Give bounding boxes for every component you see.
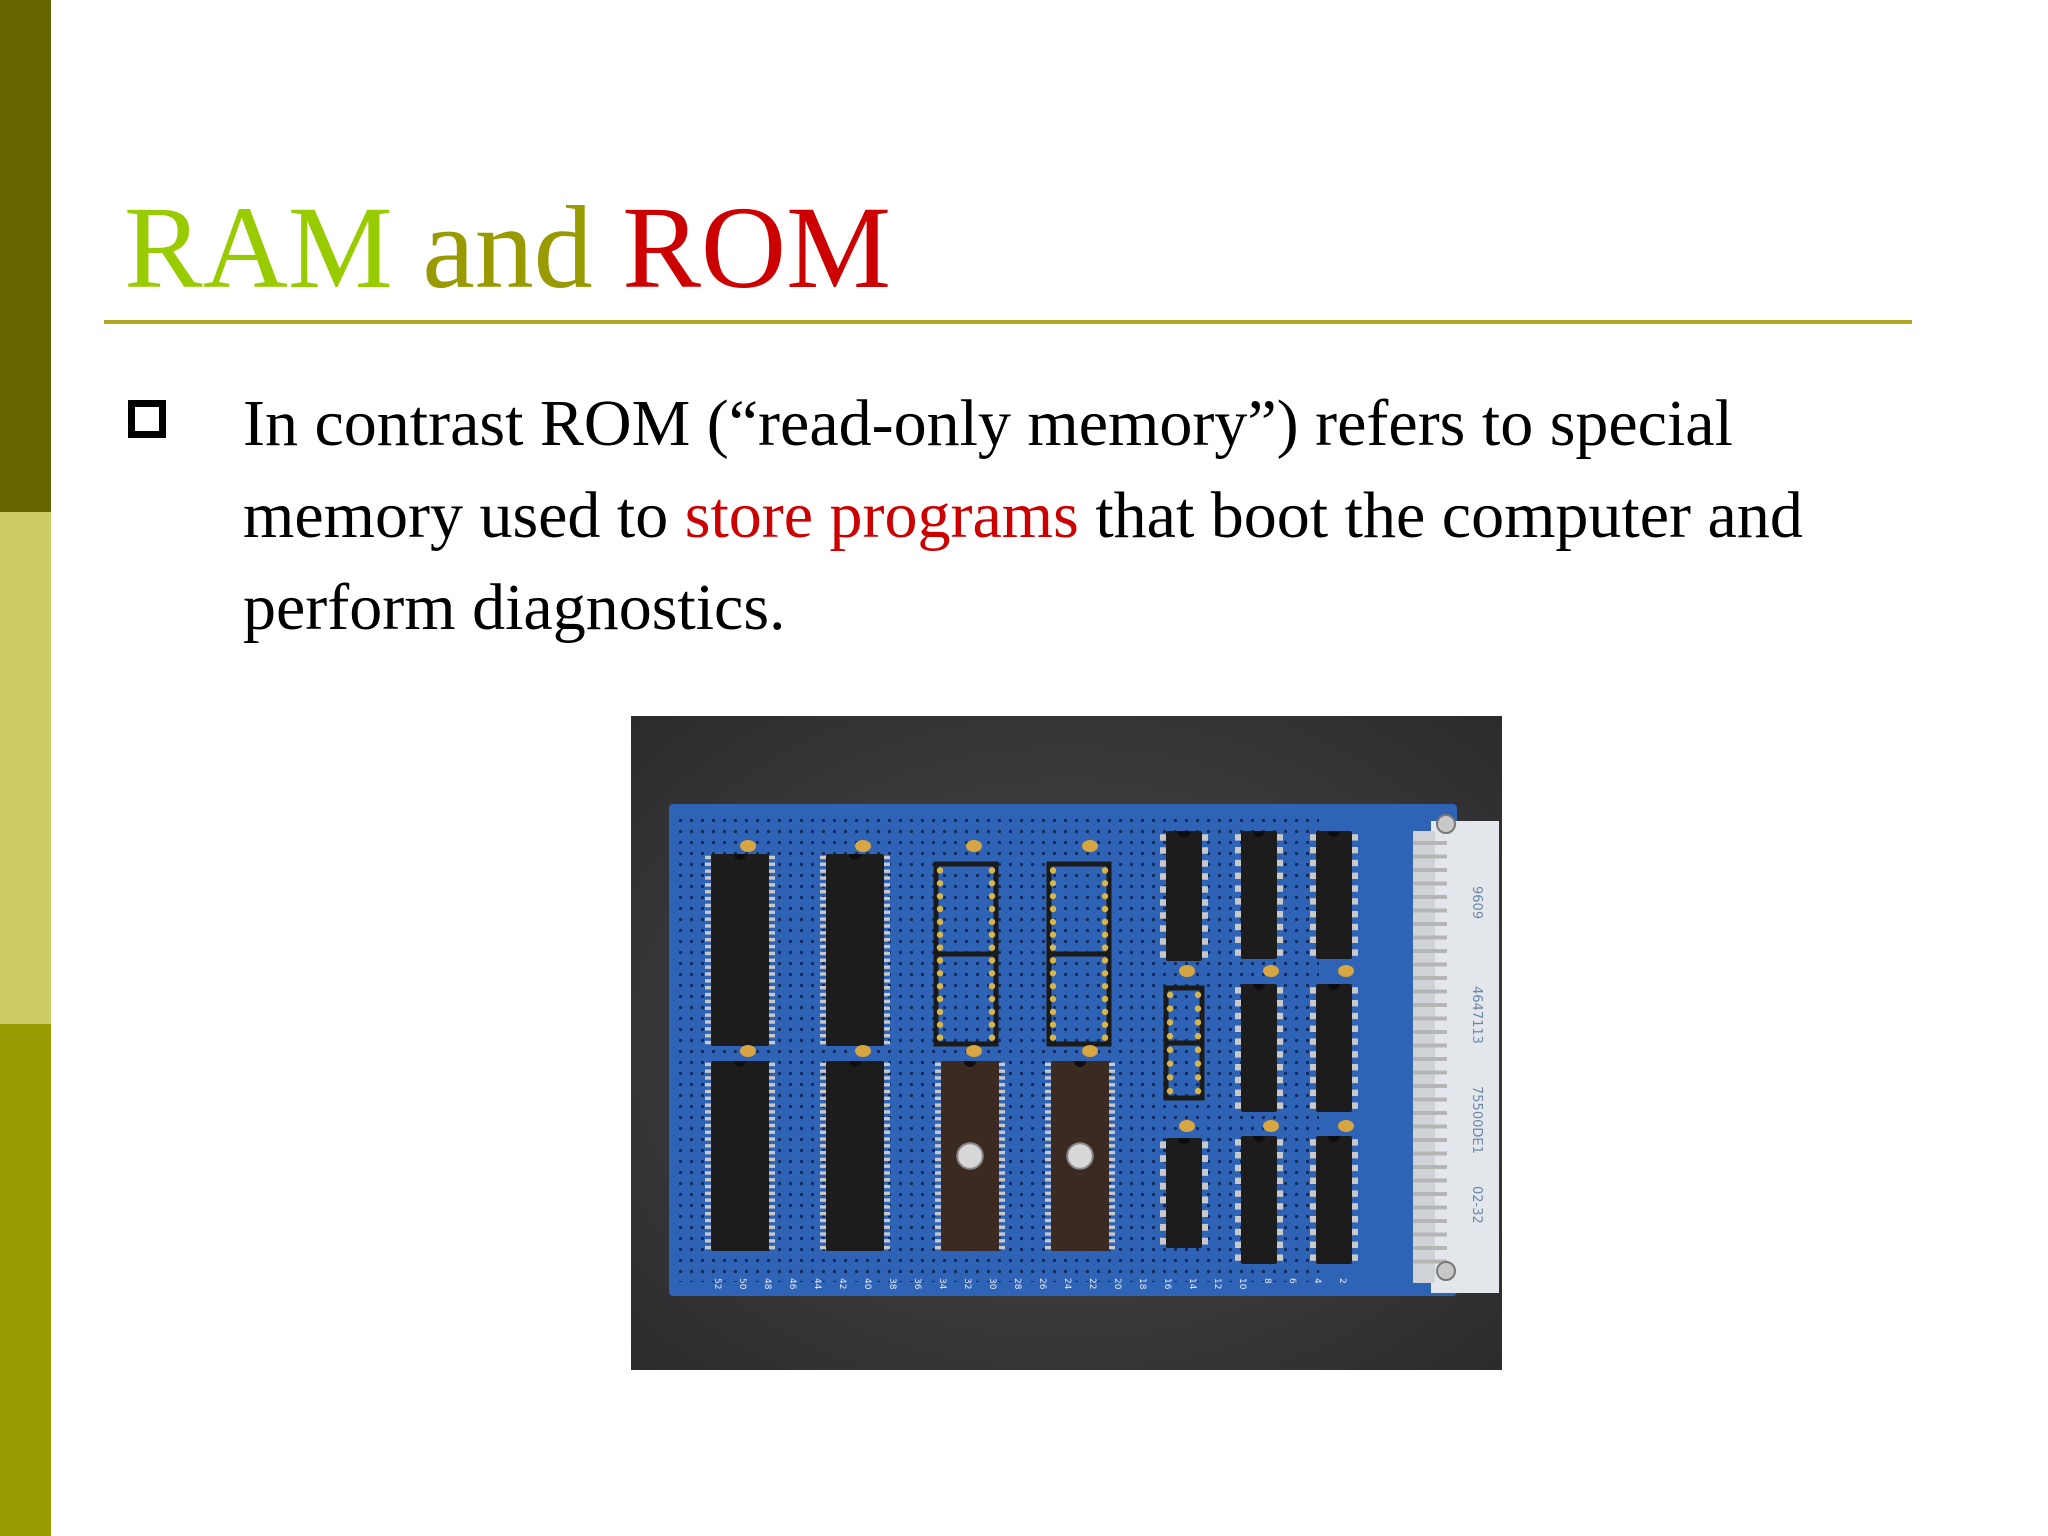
board-edge-number: 48 bbox=[762, 1278, 772, 1290]
logic-chip-small-5 bbox=[1235, 1136, 1283, 1264]
connector-label: 75500DE1 bbox=[1469, 1086, 1484, 1154]
title-ram: RAM bbox=[124, 182, 393, 313]
board-edge-number: 36 bbox=[912, 1278, 922, 1290]
empty-socket-2 bbox=[1046, 861, 1112, 1047]
logic-chip-2 bbox=[1160, 1138, 1208, 1248]
ram-chip-1 bbox=[705, 854, 775, 1046]
logic-chip-small-4 bbox=[1310, 984, 1358, 1112]
capacitor-12 bbox=[1338, 965, 1354, 977]
board-edge-number: 26 bbox=[1037, 1278, 1047, 1290]
bullet-text-start: In contrast ROM (“read-only memory”) ref… bbox=[243, 387, 1733, 552]
capacitor-10 bbox=[1179, 1120, 1195, 1132]
board-edge-number: 12 bbox=[1212, 1278, 1222, 1289]
capacitor-6 bbox=[855, 1045, 871, 1057]
capacitor-5 bbox=[740, 1045, 756, 1057]
ram-chip-3 bbox=[705, 1061, 775, 1251]
capacitor-3 bbox=[966, 840, 982, 852]
ram-chip-4 bbox=[820, 1061, 890, 1251]
logic-chip-small-6 bbox=[1310, 1136, 1358, 1264]
board-edge-number: 34 bbox=[937, 1278, 947, 1290]
board-edge-number: 40 bbox=[862, 1278, 872, 1290]
connector-label: 4647113 bbox=[1469, 986, 1484, 1044]
board-edge-number: 10 bbox=[1237, 1278, 1247, 1290]
connector-label: 02-32 bbox=[1469, 1186, 1484, 1224]
board-edge-number: 6 bbox=[1287, 1278, 1297, 1284]
board-edge-number: 46 bbox=[787, 1278, 797, 1290]
capacitor-8 bbox=[1082, 1045, 1098, 1057]
capacitor-7 bbox=[966, 1045, 982, 1057]
capacitor-13 bbox=[1263, 1120, 1279, 1132]
logic-chip-small-3 bbox=[1235, 984, 1283, 1112]
board-edge-number: 42 bbox=[837, 1278, 847, 1289]
logic-chip-small-1 bbox=[1235, 831, 1283, 959]
empty-sockets bbox=[933, 861, 1205, 1101]
capacitor-4 bbox=[1082, 840, 1098, 852]
board-edge-number: 20 bbox=[1112, 1278, 1122, 1290]
eprom-chip-1 bbox=[935, 1061, 1005, 1251]
title-rom: ROM bbox=[622, 182, 892, 313]
bullet-text-end: that boot the computer and perform diagn… bbox=[243, 479, 1803, 644]
title-and: and bbox=[392, 182, 623, 313]
sidebar-stripe-dark bbox=[0, 0, 51, 512]
edge-connector: 9609 4647113 75500DE1 02-32 bbox=[1413, 814, 1499, 1293]
ram-chip-2 bbox=[820, 854, 890, 1046]
capacitors bbox=[740, 840, 1354, 1132]
board-edge-number: 44 bbox=[812, 1278, 822, 1290]
logic-chip-small-2 bbox=[1310, 831, 1358, 959]
board-edge-number: 52 bbox=[712, 1278, 722, 1289]
board-edge-number: 24 bbox=[1062, 1278, 1072, 1290]
capacitor-11 bbox=[1263, 965, 1279, 977]
board-edge-number: 32 bbox=[962, 1278, 972, 1289]
connector-label: 9609 bbox=[1469, 886, 1484, 919]
eprom-chip-2 bbox=[1045, 1061, 1115, 1251]
board-edge-number: 38 bbox=[887, 1278, 897, 1290]
empty-socket-1 bbox=[933, 861, 999, 1047]
board-edge-number: 22 bbox=[1087, 1278, 1097, 1289]
board-edge-number: 50 bbox=[737, 1278, 747, 1290]
capacitor-9 bbox=[1179, 965, 1195, 977]
sidebar-stripe-light bbox=[0, 512, 51, 1024]
capacitor-1 bbox=[740, 840, 756, 852]
ic-chips bbox=[705, 831, 1358, 1264]
board-edge-number: 4 bbox=[1312, 1278, 1322, 1284]
square-bullet-icon bbox=[128, 400, 166, 438]
board-edge-number: 28 bbox=[1012, 1278, 1022, 1290]
bullet-text-highlight: store programs bbox=[684, 479, 1079, 552]
board-edge-number: 8 bbox=[1262, 1278, 1272, 1284]
logic-chip-1 bbox=[1160, 831, 1208, 961]
board-edge-number: 16 bbox=[1162, 1278, 1172, 1290]
board-edge-number: 14 bbox=[1187, 1278, 1197, 1290]
empty-socket-3 bbox=[1163, 985, 1205, 1101]
board-edge-number: 18 bbox=[1137, 1278, 1147, 1290]
slide-title: RAM and ROM bbox=[124, 178, 891, 318]
sidebar-stripe-olive bbox=[0, 1024, 51, 1536]
capacitor-14 bbox=[1338, 1120, 1354, 1132]
title-underline bbox=[104, 320, 1912, 324]
bullet-text: In contrast ROM (“read-only memory”) ref… bbox=[243, 378, 1923, 654]
board-edge-number: 2 bbox=[1337, 1278, 1347, 1284]
capacitor-2 bbox=[855, 840, 871, 852]
board-edge-number: 30 bbox=[987, 1278, 997, 1290]
